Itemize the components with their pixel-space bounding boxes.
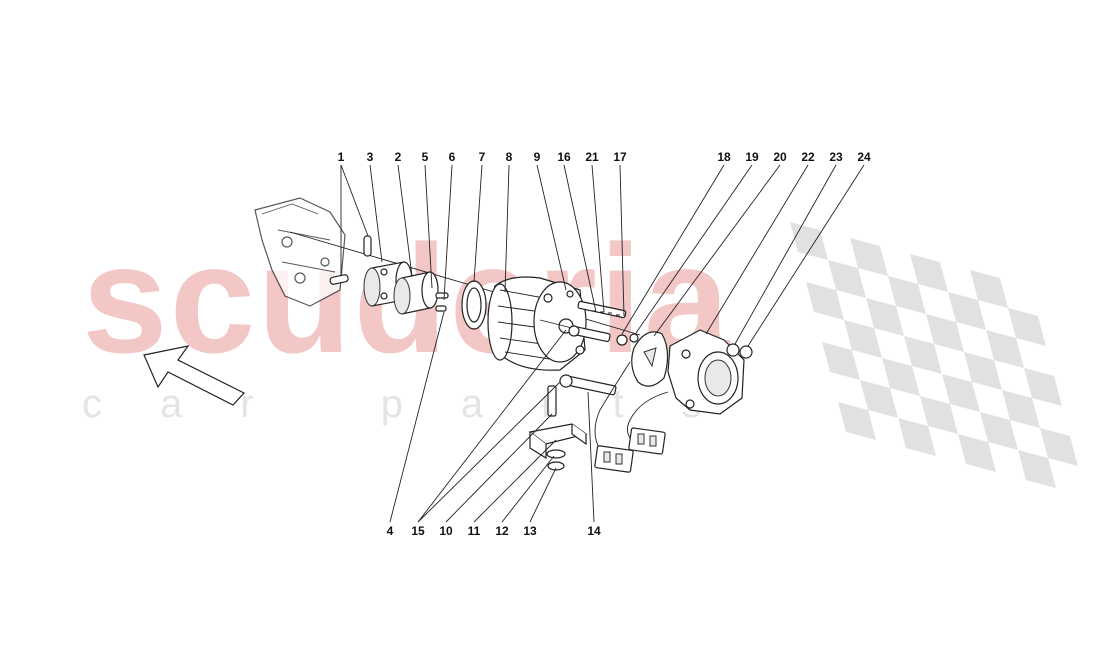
coupling-part (393, 271, 439, 315)
flag-square (1024, 368, 1062, 406)
flag-square (898, 418, 936, 456)
flag-square (942, 374, 980, 412)
callout-21: 21 (585, 150, 599, 164)
flag-square (860, 380, 898, 418)
wiring-harness (594, 361, 669, 473)
callout-labels-top: 1 3 2 5 6 7 8 9 16 21 17 18 19 20 22 23 24 (338, 150, 871, 164)
dowel-part (435, 292, 449, 312)
flag-square (926, 314, 964, 352)
flag-square (822, 342, 860, 380)
callout-labels-bottom: 4 15 10 11 12 13 14 (387, 524, 601, 538)
callout-2: 2 (395, 150, 402, 164)
flag-square (844, 320, 882, 358)
callout-15: 15 (411, 524, 425, 538)
callout-11: 11 (468, 524, 481, 538)
callout-19: 19 (745, 150, 759, 164)
flag-square (964, 352, 1002, 390)
nut-part (726, 343, 753, 359)
callout-9: 9 (534, 150, 541, 164)
flag-square (970, 270, 1008, 308)
callout-8: 8 (506, 150, 513, 164)
callout-4: 4 (387, 524, 394, 538)
callout-13: 13 (523, 524, 537, 538)
flag-square (1040, 428, 1078, 466)
callout-3: 3 (367, 150, 374, 164)
rear-housing (667, 329, 745, 415)
checkered-flag-icon (790, 222, 1078, 488)
flag-square (850, 238, 888, 276)
flag-square (838, 402, 876, 440)
flag-square (882, 358, 920, 396)
flag-square (828, 260, 866, 298)
flag-square (888, 276, 926, 314)
flag-square (980, 412, 1018, 450)
arrow-up-left-icon (143, 345, 245, 406)
flag-square (1018, 450, 1056, 488)
flag-square (806, 282, 844, 320)
flag-square (958, 434, 996, 472)
callout-7: 7 (479, 150, 486, 164)
flag-square (910, 254, 948, 292)
callout-10: 10 (439, 524, 453, 538)
seal-ring (461, 280, 487, 330)
washer-part (616, 333, 639, 346)
flag-square (948, 292, 986, 330)
flag-square (920, 396, 958, 434)
mounting-bracket (528, 385, 588, 471)
flag-square (866, 298, 904, 336)
callout-23: 23 (829, 150, 843, 164)
callout-12: 12 (495, 524, 509, 538)
flag-square (1002, 390, 1040, 428)
flag-square (790, 222, 828, 260)
callout-6: 6 (449, 150, 456, 164)
callout-5: 5 (422, 150, 429, 164)
callout-24: 24 (857, 150, 871, 164)
callout-20: 20 (773, 150, 787, 164)
callout-16: 16 (557, 150, 571, 164)
flag-square (904, 336, 942, 374)
flag-square (986, 330, 1024, 368)
callout-14: 14 (587, 524, 601, 538)
regulator-plate (631, 331, 669, 387)
alternator-body (487, 276, 587, 371)
callout-1: 1 (338, 150, 345, 164)
flag-square (1008, 308, 1046, 346)
pin-part (329, 235, 372, 285)
stud-bolts (559, 300, 627, 396)
callout-18: 18 (717, 150, 731, 164)
engine-casing (254, 197, 346, 307)
callout-22: 22 (801, 150, 815, 164)
callout-17: 17 (613, 150, 627, 164)
leader-lines (340, 164, 865, 523)
